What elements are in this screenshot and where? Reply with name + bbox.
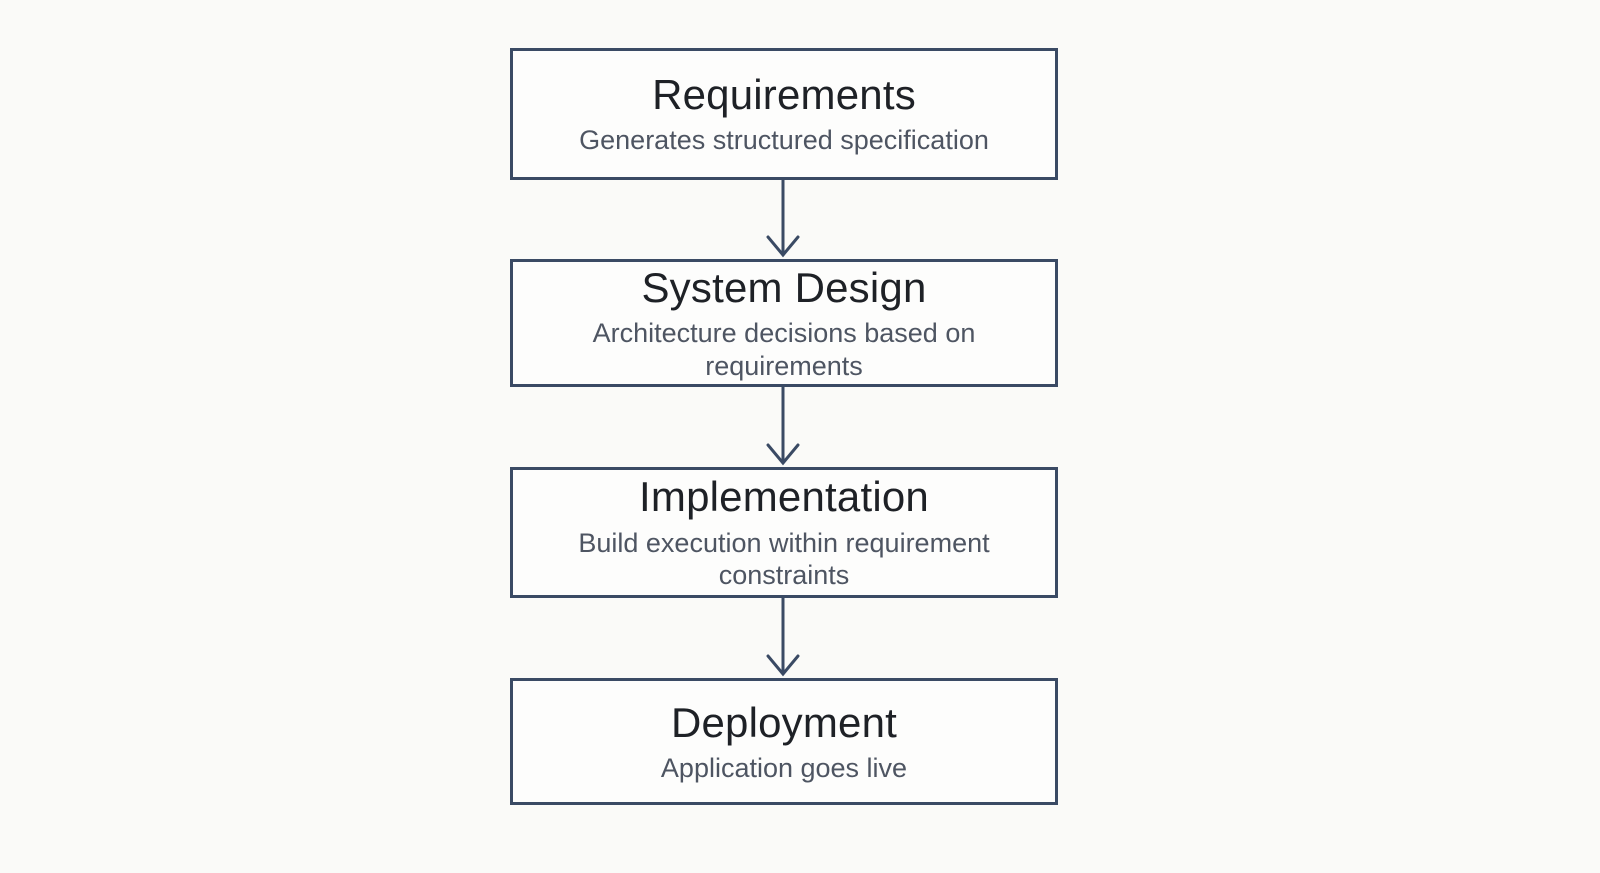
node-subtitle: Build execution within requirement const… (578, 527, 990, 591)
node-title: Deployment (670, 698, 898, 746)
node-subtitle: Application goes live (660, 752, 908, 783)
node-subtitle: Architecture decisions based on requirem… (592, 318, 976, 381)
down-arrow-icon (761, 180, 805, 259)
down-arrow-icon (761, 598, 805, 678)
node-title: System Design (641, 263, 927, 311)
flow-node-implementation: Implementation Build execution within re… (510, 467, 1058, 598)
flow-node-system-design: System Design Architecture decisions bas… (510, 259, 1058, 387)
node-subtitle: Generates structured specification (579, 125, 989, 156)
flow-node-requirements: Requirements Generates structured specif… (510, 48, 1058, 180)
node-title: Implementation (639, 473, 929, 521)
down-arrow-icon (761, 387, 805, 467)
flow-node-deployment: Deployment Application goes live (510, 678, 1058, 805)
node-title: Requirements (652, 71, 916, 119)
